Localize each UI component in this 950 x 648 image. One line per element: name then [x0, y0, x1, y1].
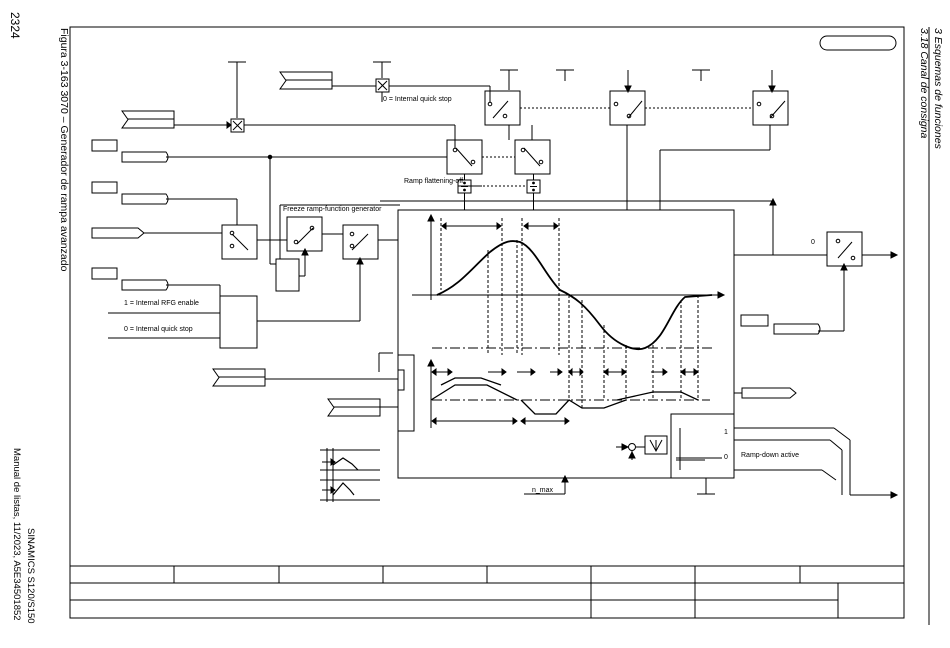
title-block [70, 565, 904, 618]
sheet-indicator-box [819, 35, 897, 51]
label-internal-rfg-enable: 1 = Internal RFG enable [124, 300, 199, 307]
parameter-tees [228, 61, 776, 372]
switch-blocks [221, 90, 863, 267]
timing-thumbnail [320, 448, 380, 502]
ramp-function-generator-box [397, 209, 735, 479]
ramp-down-status-box [670, 413, 735, 479]
label-ramp-down-active: Ramp-down active [741, 452, 799, 459]
label-internal-quick-stop-top: 0 = Internal quick stop [383, 96, 452, 103]
ramp-down-indicator [616, 428, 722, 470]
label-level-zero: 0 [724, 454, 728, 461]
multiplier-blocks [230, 78, 390, 133]
wiring [108, 85, 899, 499]
label-freeze-rfg: Freeze ramp-function generator [283, 206, 382, 213]
ramp-graph [412, 213, 726, 428]
label-level-one: 1 [724, 429, 728, 436]
rfg-input-extension [397, 354, 415, 432]
ramp-curve [436, 240, 713, 350]
label-n-max: n_max [532, 487, 554, 494]
label-internal-quick-stop-bottom: 0 = Internal quick stop [124, 326, 193, 333]
diagram-frame [69, 26, 905, 619]
label-switch-zero: 0 [811, 239, 815, 246]
input-connectors [91, 71, 381, 417]
label-ramp-flattening-off: Ramp flattening-off [404, 178, 463, 185]
logic-blocks [219, 258, 405, 391]
